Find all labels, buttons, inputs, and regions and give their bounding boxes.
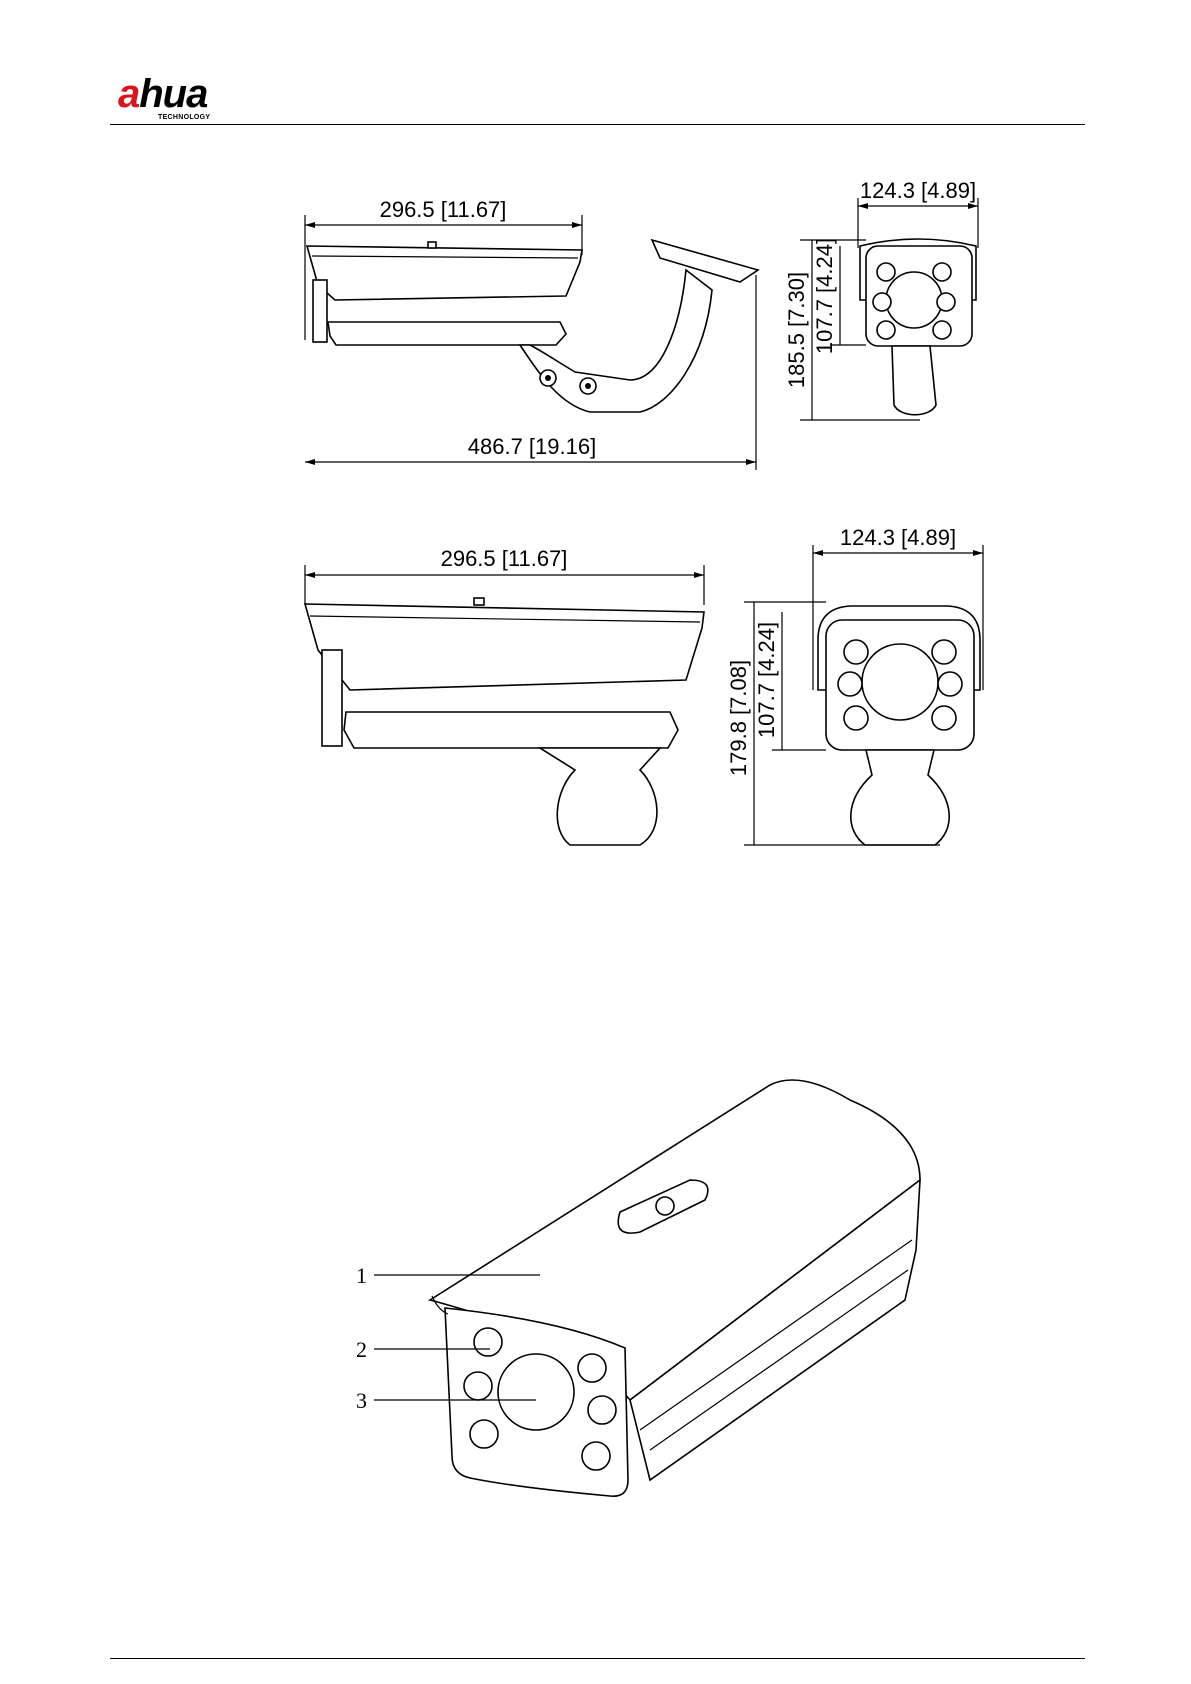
fig2-top-width-label: 296.5 [11.67] [441, 546, 568, 571]
fig2-body-height-label: 107.7 [4.24] [754, 622, 779, 738]
fig1-total-length-label: 486.7 [19.16] [468, 434, 596, 459]
figure2-side-view: 296.5 [11.67] [305, 546, 704, 845]
figure3-perspective-view: 1 2 3 [356, 1080, 920, 1496]
callout-1: 1 [356, 1263, 367, 1288]
fig1-front-width-label: 124.3 [4.89] [860, 178, 976, 203]
fig2-total-height-label: 179.8 [7.08] [726, 660, 751, 776]
figure1-side-view: 296.5 [11.67] 486.7 [19.16] [305, 197, 758, 470]
callout-3: 3 [356, 1388, 367, 1413]
figure1-front-view: 124.3 [4.89] 185.5 [7.30] 107.7 [4.24] [784, 178, 978, 420]
fig1-total-height-label: 185.5 [7.30] [784, 272, 809, 388]
figure2-front-view: 124.3 [4.89] 179.8 [7.08] 107.7 [4.24] [726, 525, 983, 845]
fig1-body-height-label: 107.7 [4.24] [812, 238, 837, 354]
fig2-front-width-label: 124.3 [4.89] [840, 525, 956, 550]
callout-2: 2 [356, 1337, 367, 1362]
fig1-top-width-label: 296.5 [11.67] [380, 197, 507, 222]
